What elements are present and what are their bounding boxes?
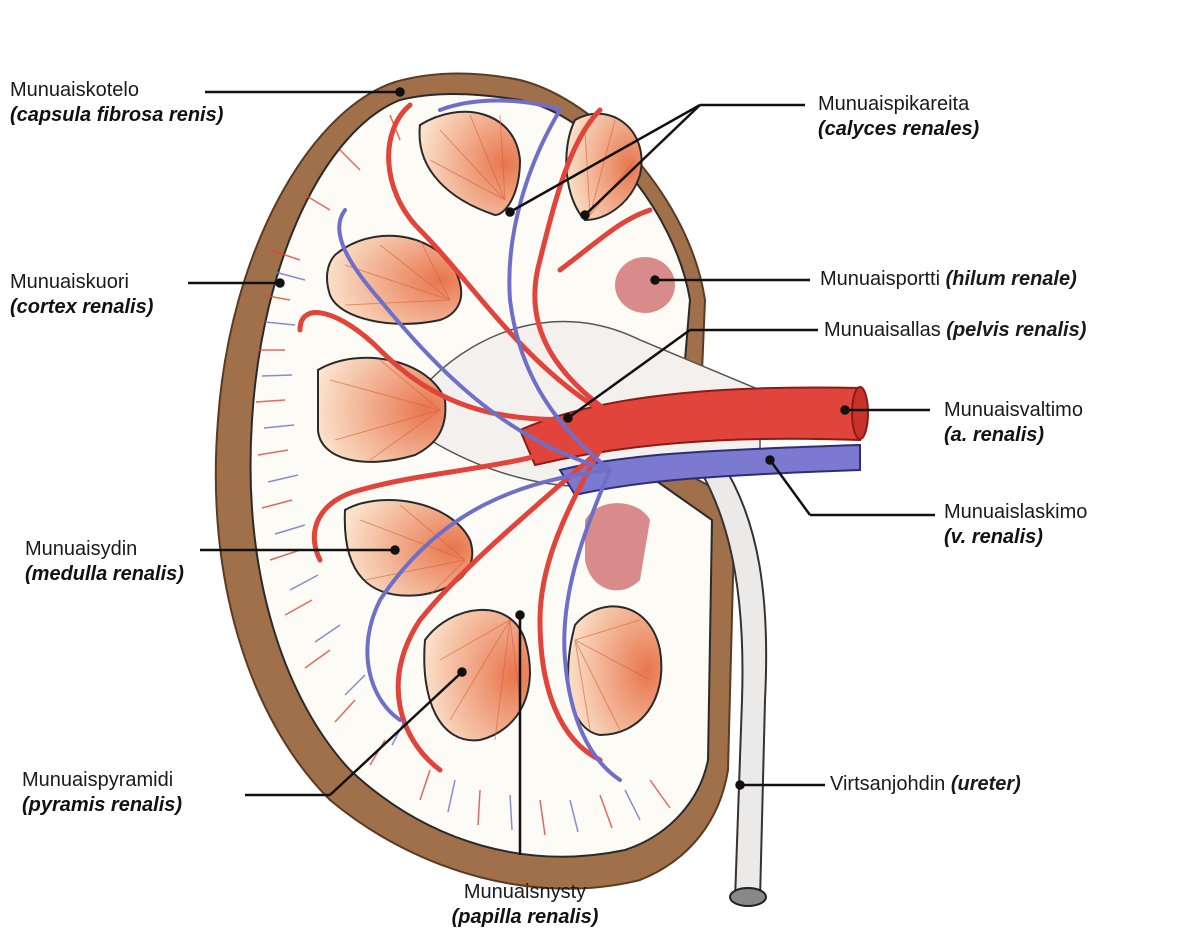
label-capsule-name: Munuaiskotelo: [10, 78, 223, 103]
label-vein: Munuaislaskimo (v. renalis): [944, 500, 1087, 550]
label-pyramid-name: Munuaispyramidi: [22, 768, 182, 793]
label-hilum: Munuaisportti (hilum renale): [820, 267, 1077, 292]
label-calyces: Munuaispikareita (calyces renales): [818, 92, 979, 142]
label-cortex-latin: (cortex renalis): [10, 295, 153, 320]
label-pelvis: Munuaisallas (pelvis renalis): [824, 318, 1086, 343]
artery-end: [852, 387, 868, 439]
label-hilum-name: Munuaisportti: [820, 268, 940, 290]
label-pelvis-latin: (pelvis renalis): [946, 319, 1086, 341]
label-cortex-name: Munuaiskuori: [10, 270, 153, 295]
label-calyces-latin: (calyces renales): [818, 117, 979, 142]
label-calyces-name: Munuaispikareita: [818, 92, 979, 117]
label-medulla-latin: (medulla renalis): [25, 562, 184, 587]
label-capsule: Munuaiskotelo (capsula fibrosa renis): [10, 78, 223, 128]
label-artery-name: Munuaisvaltimo: [944, 398, 1083, 423]
label-capsule-latin: (capsula fibrosa renis): [10, 103, 223, 128]
label-vein-latin: (v. renalis): [944, 525, 1087, 550]
label-artery: Munuaisvaltimo (a. renalis): [944, 398, 1083, 448]
label-medulla-name: Munuaisydin: [25, 537, 184, 562]
label-ureter-name: Virtsanjohdin: [830, 773, 945, 795]
label-papilla-name: Munuaisnysty: [440, 880, 610, 905]
label-ureter: Virtsanjohdin (ureter): [830, 772, 1021, 797]
label-pelvis-name: Munuaisallas: [824, 319, 941, 341]
hilum-lower: [585, 503, 650, 590]
label-pyramid-latin: (pyramis renalis): [22, 793, 182, 818]
label-cortex: Munuaiskuori (cortex renalis): [10, 270, 153, 320]
label-hilum-latin: (hilum renale): [946, 268, 1077, 290]
label-pyramid: Munuaispyramidi (pyramis renalis): [22, 768, 182, 818]
label-artery-latin: (a. renalis): [944, 423, 1083, 448]
ureter-opening: [730, 888, 766, 906]
label-vein-name: Munuaislaskimo: [944, 500, 1087, 525]
label-papilla: Munuaisnysty (papilla renalis): [440, 880, 610, 930]
label-papilla-latin: (papilla renalis): [440, 905, 610, 930]
label-ureter-latin: (ureter): [951, 773, 1021, 795]
hilum-upper: [615, 257, 675, 313]
label-medulla: Munuaisydin (medulla renalis): [25, 537, 184, 587]
